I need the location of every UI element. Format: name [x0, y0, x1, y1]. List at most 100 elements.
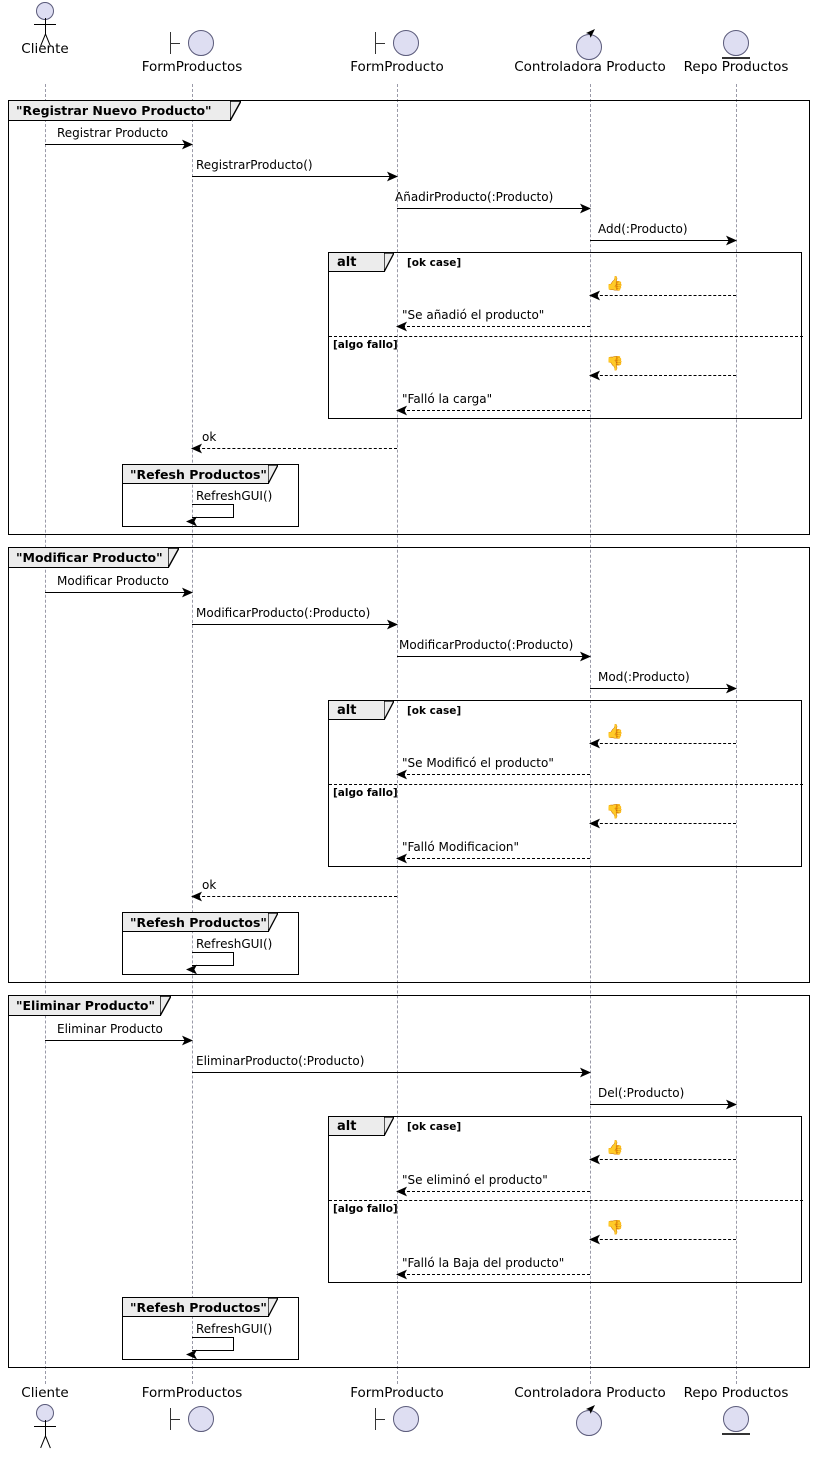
lifeline-formproductos	[192, 84, 193, 1384]
control-icon	[480, 28, 700, 60]
thumbs-up-icon: 👍	[606, 276, 624, 292]
thumbs-down-icon: 👎	[606, 804, 624, 820]
alt-fold-icon	[384, 253, 394, 272]
message-label: AñadirProducto(:Producto)	[395, 190, 554, 204]
boundary-icon	[287, 1404, 507, 1436]
thumbs-up-icon: 👍	[606, 724, 624, 740]
message-label: "Falló Modificacion"	[402, 840, 520, 854]
participant-controladora-bottom[interactable]: Controladora Producto	[480, 1386, 700, 1436]
participant-label: FormProductos	[141, 59, 243, 75]
participant-repo-top[interactable]: Repo Productos	[626, 28, 816, 75]
message-label: EliminarProducto(:Producto)	[196, 1054, 365, 1068]
alt-condition-ok: [ok case]	[407, 1121, 462, 1133]
frame-fold-icon	[168, 548, 179, 568]
arrow-head	[186, 960, 197, 975]
frame-refesh-productos-2: "Refesh Productos"	[122, 912, 299, 975]
message-label: "Falló la carga"	[402, 392, 493, 406]
frame-label: "Eliminar Producto"	[9, 996, 171, 1016]
participant-formproductos-bottom[interactable]: FormProductos	[82, 1386, 302, 1436]
frame-fold-icon	[230, 101, 241, 121]
participant-label: Repo Productos	[683, 1385, 789, 1401]
frame-label: "Refesh Productos"	[123, 1298, 278, 1317]
frame-label-text: "Refesh Productos"	[130, 1300, 267, 1315]
alt-divider	[329, 336, 803, 337]
message-label: ok	[202, 430, 217, 444]
participant-label: Controladora Producto	[514, 59, 666, 75]
message-label: Modificar Producto	[57, 574, 169, 588]
frame-label-text: "Refesh Productos"	[130, 467, 267, 482]
message-label: Registrar Producto	[57, 126, 169, 140]
alt-divider	[329, 1200, 803, 1201]
alt-tag-text: alt	[337, 1119, 357, 1134]
frame-label-text: "Modificar Producto"	[16, 550, 163, 565]
message-label: RegistrarProducto()	[196, 158, 313, 172]
self-call-refreshgui-2	[192, 952, 234, 966]
participant-label: Controladora Producto	[514, 1385, 666, 1401]
lifeline-formproducto	[397, 84, 398, 1384]
frame-refesh-productos-3: "Refesh Productos"	[122, 1297, 299, 1360]
alt-tag: alt	[329, 701, 394, 720]
frame-label-text: "Eliminar Producto"	[16, 998, 156, 1013]
actor-icon	[0, 2, 155, 42]
participant-cliente-top[interactable]: Cliente	[0, 2, 155, 57]
lifeline-controladora	[590, 84, 591, 1384]
message-label: "Se eliminó el producto"	[402, 1173, 548, 1187]
self-call-refreshgui-3	[192, 1337, 234, 1351]
frame-label-text: "Registrar Nuevo Producto"	[16, 103, 212, 118]
alt-tag-text: alt	[337, 703, 357, 718]
entity-icon	[626, 1404, 816, 1436]
arrow-head	[186, 512, 197, 527]
participant-controladora-top[interactable]: Controladora Producto	[480, 28, 700, 75]
frame-fold-icon	[160, 996, 171, 1016]
participant-repo-bottom[interactable]: Repo Productos	[626, 1386, 816, 1436]
alt-box-eliminar: alt [ok case] [algo fallo]	[328, 1116, 803, 1283]
alt-tag: alt	[329, 1117, 394, 1136]
participant-label: Cliente	[21, 1385, 69, 1401]
message-label: ModificarProducto(:Producto)	[196, 606, 371, 620]
participant-label: FormProducto	[350, 59, 444, 75]
thumbs-down-icon: 👎	[606, 1220, 624, 1236]
frame-registrar-nuevo-producto: "Registrar Nuevo Producto"	[8, 100, 810, 535]
participant-formproducto-top[interactable]: FormProducto	[287, 28, 507, 75]
message-label: "Se añadió el producto"	[402, 308, 545, 322]
message-label: ok	[202, 878, 217, 892]
frame-label: "Refesh Productos"	[123, 913, 278, 932]
frame-modificar-producto: "Modificar Producto"	[8, 547, 810, 983]
participant-label: FormProducto	[350, 1385, 444, 1401]
thumbs-down-icon: 👎	[606, 356, 624, 372]
lifeline-repo	[736, 84, 737, 1384]
participant-label: Repo Productos	[683, 59, 789, 75]
alt-fold-icon	[384, 1117, 394, 1136]
alt-condition-fallo: [algo fallo]	[333, 339, 398, 351]
lifeline-cliente	[45, 84, 46, 1384]
message-label: RefreshGUI()	[196, 937, 273, 951]
participant-formproductos-top[interactable]: FormProductos	[82, 28, 302, 75]
alt-condition-fallo: [algo fallo]	[333, 1203, 398, 1215]
message-label: "Falló la Baja del producto"	[402, 1256, 565, 1270]
boundary-icon	[287, 28, 507, 60]
frame-label: "Refesh Productos"	[123, 465, 278, 484]
entity-icon	[626, 28, 816, 60]
message-label: Del(:Producto)	[598, 1086, 685, 1100]
alt-box-modificar: alt [ok case] [algo fallo]	[328, 700, 803, 867]
frame-refesh-productos-1: "Refesh Productos"	[122, 464, 299, 527]
frame-fold-icon	[268, 1298, 278, 1317]
message-label: ModificarProducto(:Producto)	[399, 638, 574, 652]
control-icon	[480, 1404, 700, 1436]
alt-fold-icon	[384, 701, 394, 720]
participant-formproducto-bottom[interactable]: FormProducto	[287, 1386, 507, 1436]
alt-tag-text: alt	[337, 255, 357, 270]
alt-condition-ok: [ok case]	[407, 257, 462, 269]
frame-label: "Modificar Producto"	[9, 548, 179, 568]
participant-cliente-bottom[interactable]: Cliente	[0, 1386, 155, 1444]
frame-label: "Registrar Nuevo Producto"	[9, 101, 241, 121]
alt-condition-fallo: [algo fallo]	[333, 787, 398, 799]
thumbs-up-icon: 👍	[606, 1140, 624, 1156]
message-label: Mod(:Producto)	[598, 670, 690, 684]
message-label: "Se Modificó el producto"	[402, 756, 554, 770]
arrow-head	[186, 1345, 197, 1360]
self-call-refreshgui-1	[192, 504, 234, 518]
message-label: RefreshGUI()	[196, 489, 273, 503]
alt-tag: alt	[329, 253, 394, 272]
